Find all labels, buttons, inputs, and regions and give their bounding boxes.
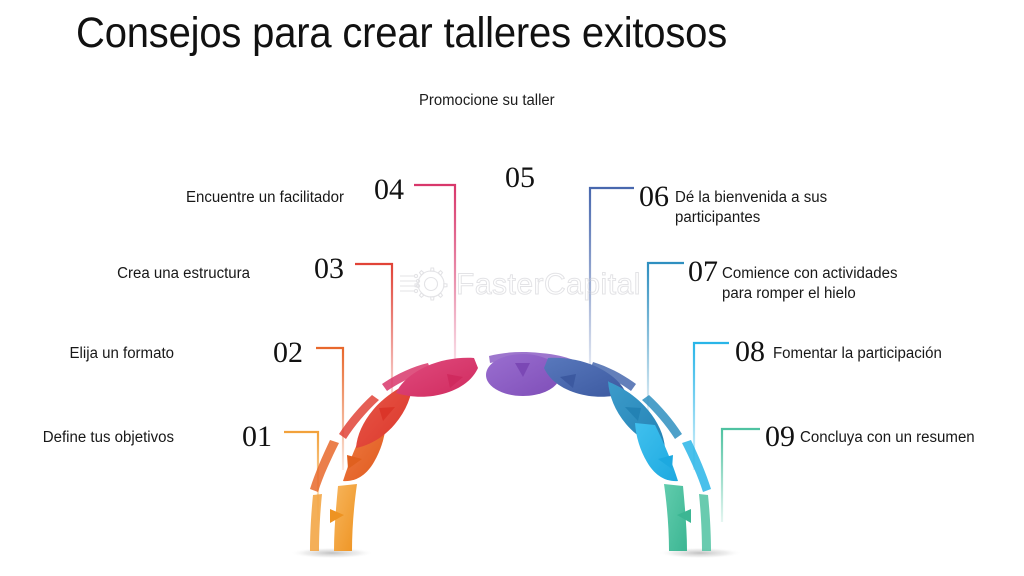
connector-07 (646, 261, 684, 414)
step-number-06: 06 (639, 180, 669, 213)
step-label-01: Define tus objetivos (42, 429, 174, 446)
step-label-06: Dé la bienvenida a sus participantes (675, 189, 828, 226)
step-number-07: 07 (688, 255, 718, 288)
step-number-01: 01 (242, 420, 272, 453)
watermark-text: FasterCapital (456, 268, 641, 302)
gear-icon (400, 267, 448, 301)
step-label-02: Elija un formato (69, 345, 174, 362)
arch-segment-06[interactable] (544, 357, 636, 397)
step-label-05: Promocione su taller (419, 92, 555, 109)
step-number-09: 09 (765, 420, 795, 453)
arch-segment-02[interactable] (310, 423, 386, 492)
connector-03 (355, 262, 394, 412)
arch-segment-04[interactable] (382, 357, 478, 397)
step-number-08: 08 (735, 335, 765, 368)
step-number-03: 03 (314, 252, 344, 285)
step-number-02: 02 (273, 336, 303, 369)
connector-08 (692, 341, 729, 470)
step-label-08: Fomentar la participación (773, 345, 942, 362)
connector-02 (316, 346, 345, 470)
page-title: Consejos para crear talleres exitosos (76, 9, 728, 57)
ground-shadow-left (290, 547, 374, 559)
arch-segment-03[interactable] (339, 381, 413, 448)
arch-segment-05[interactable] (486, 352, 578, 402)
arch-segment-09[interactable] (664, 484, 711, 551)
arch-segment-08[interactable] (635, 423, 711, 492)
connector-01 (284, 430, 320, 520)
arch-segment-07[interactable] (608, 381, 682, 448)
connector-04 (414, 183, 457, 370)
connector-09 (720, 427, 760, 522)
arch-segment-01[interactable] (310, 484, 357, 551)
ground-shadow-right (658, 547, 742, 559)
connector-06 (588, 186, 634, 374)
watermark: FasterCapital (398, 262, 641, 314)
step-number-04: 04 (374, 173, 404, 206)
step-label-09: Concluya con un resumen (800, 429, 975, 446)
step-number-05: 05 (505, 161, 535, 194)
step-label-03: Crea una estructura (117, 265, 250, 282)
step-label-04: Encuentre un facilitador (186, 189, 344, 206)
step-label-07: Comience con actividades para romper el … (722, 265, 898, 302)
